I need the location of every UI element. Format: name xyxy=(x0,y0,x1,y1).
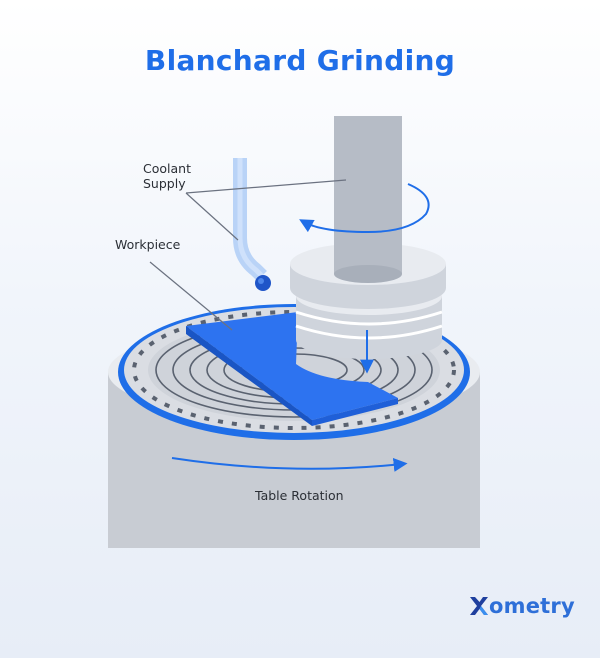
workpiece xyxy=(186,312,398,426)
coolant-supply-label: Coolant Supply xyxy=(143,161,191,191)
xometry-logo: ometry xyxy=(468,594,575,618)
xometry-logo-icon xyxy=(470,597,488,615)
spindle-column xyxy=(334,116,402,283)
coolant-label-line2: Supply xyxy=(143,176,186,191)
workpiece-label: Workpiece xyxy=(115,237,181,252)
coolant-label-line1: Coolant xyxy=(143,161,191,176)
table-rotation-arrow-icon xyxy=(171,457,408,472)
rotation-arrow-icon xyxy=(299,183,430,234)
page-title: Blanchard Grinding xyxy=(144,44,456,77)
coolant-supply-pipe xyxy=(233,158,271,291)
logo-wordmark: ometry xyxy=(489,594,575,618)
table-rotation-label: Table Rotation xyxy=(255,488,344,503)
leader-lines xyxy=(149,179,347,331)
